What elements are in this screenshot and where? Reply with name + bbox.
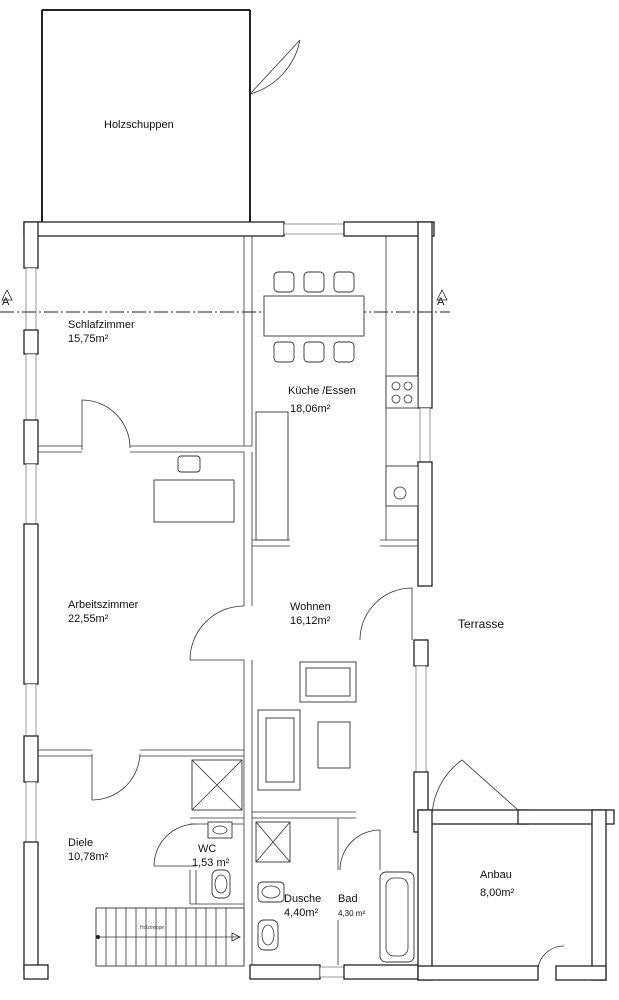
bad-label: Bad [338, 893, 358, 905]
dusche-area: 4,40m² [284, 907, 319, 919]
room-labels: Holzschuppen Schlafzimmer 15,75m² Küche … [68, 119, 515, 919]
office-chair [177, 455, 201, 473]
kueche-area: 18,06m² [290, 403, 331, 415]
section-marker-right: A [437, 296, 445, 308]
diele-label: Diele [68, 837, 93, 849]
bath-fixtures [255, 821, 415, 963]
stairs-label: Holztreppe [140, 925, 164, 931]
toilet [211, 869, 231, 899]
kitchen-island [255, 411, 289, 541]
staircase: Holztreppe [95, 907, 245, 967]
shed-door-swing [249, 39, 301, 95]
chair [333, 341, 355, 363]
bath-sink [257, 881, 285, 903]
office-furniture [153, 455, 235, 523]
dining-table [263, 295, 365, 337]
coffee-table [317, 721, 351, 769]
chair [333, 271, 355, 293]
kitchen-counter [255, 236, 419, 541]
door-swings [81, 399, 565, 969]
section-line: A A [0, 289, 450, 313]
section-marker-left: A [2, 296, 10, 308]
arbeitszimmer-label: Arbeitszimmer [68, 599, 139, 611]
wc-area: 1,53 m² [192, 857, 230, 869]
dining-set [263, 271, 365, 363]
diele-area: 10,78m² [68, 851, 109, 863]
dusche-label: Dusche [284, 893, 321, 905]
shaft [191, 759, 243, 811]
chair [303, 341, 325, 363]
arbeitszimmer-area: 22,55m² [68, 613, 109, 625]
schlafzimmer-area: 15,75m² [68, 333, 109, 345]
chair [273, 341, 295, 363]
stove [385, 375, 419, 409]
wc-label: WC [198, 843, 216, 855]
bath-toilet [257, 919, 279, 951]
chair [273, 271, 295, 293]
desk [153, 479, 235, 523]
kitchen-sink [385, 465, 419, 507]
window-top-kitchen [283, 223, 345, 235]
wc-sink [207, 821, 233, 839]
bad-area: 4,30 m² [338, 909, 365, 918]
window-left-1 [25, 267, 37, 331]
chair [303, 271, 325, 293]
terrasse-label: Terrasse [458, 617, 504, 631]
living-furniture [257, 661, 357, 791]
wc-fixtures [207, 821, 233, 899]
anbau-area: 8,00m² [480, 887, 515, 899]
schlafzimmer-label: Schlafzimmer [68, 319, 135, 331]
wohnen-area: 16,12m² [290, 615, 331, 627]
anbau-label: Anbau [480, 869, 512, 881]
bathtub [379, 871, 415, 963]
exterior-walls [23, 221, 615, 981]
holzschuppen-structure [41, 9, 301, 222]
wohnen-label: Wohnen [290, 601, 331, 613]
kueche-label: Küche /Essen [288, 385, 356, 397]
holzschuppen-label: Holzschuppen [104, 119, 174, 131]
